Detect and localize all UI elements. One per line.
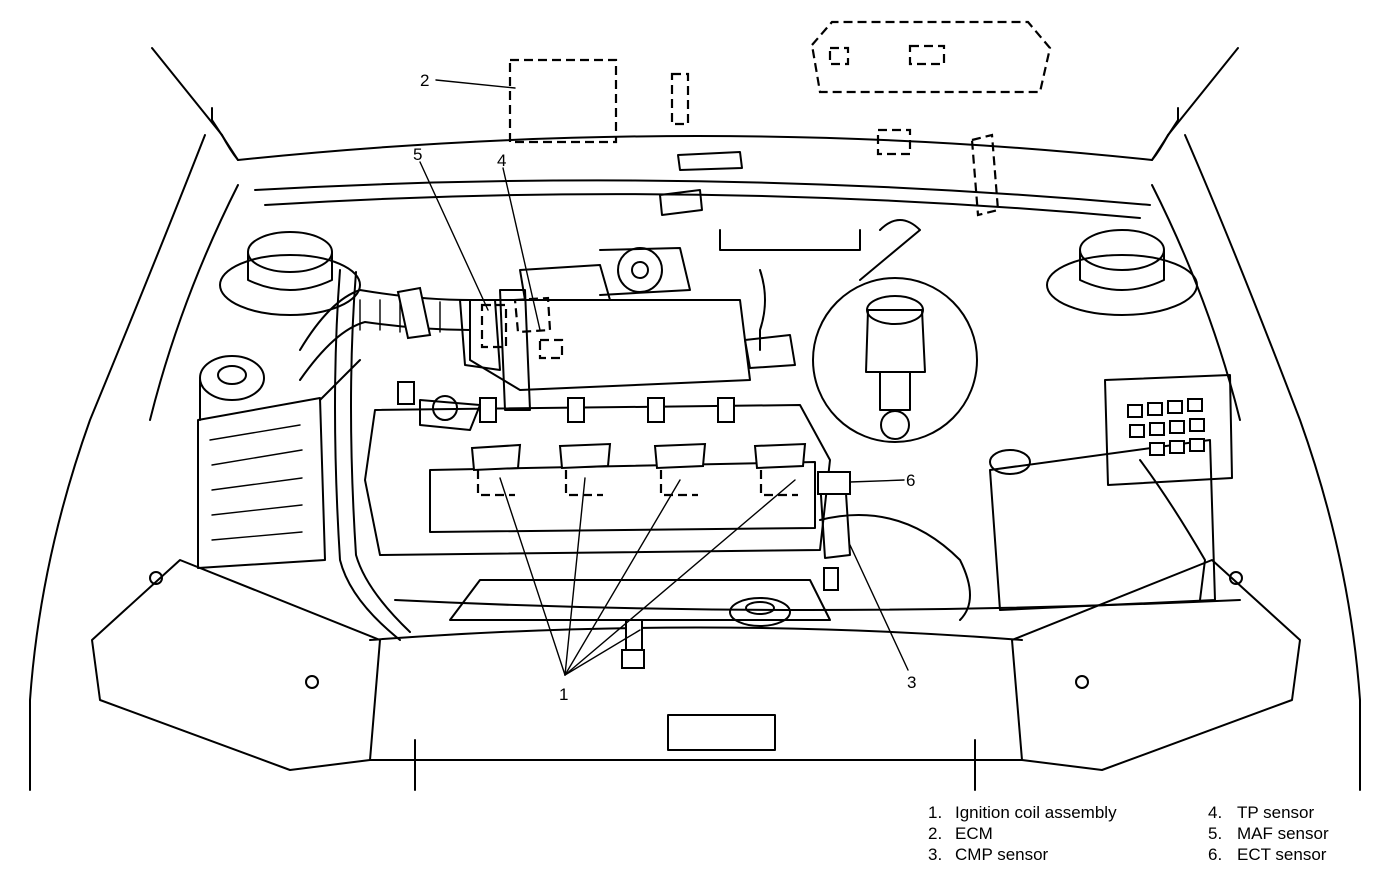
wiring-harness: [394, 151, 1241, 611]
legend-label-4: TP sensor: [1237, 803, 1315, 822]
left-strut-tower: [219, 231, 361, 316]
lower-engine: [449, 514, 971, 627]
air-cleaner-box: [197, 359, 361, 569]
spark-plug-tops: [397, 381, 735, 423]
fuse-relay-box: [1104, 374, 1233, 486]
legend-num-1: 1.: [928, 803, 942, 822]
legend-num-5: 5.: [1208, 824, 1222, 843]
brake-booster: [812, 277, 978, 443]
ect-sensor: [817, 471, 851, 495]
legend-label-3: CMP sensor: [955, 845, 1049, 864]
ecm-dashed-outline: [508, 58, 618, 144]
right-strut-tower: [1046, 229, 1198, 316]
callout-6: 6: [906, 471, 915, 490]
legend-label-6: ECT sensor: [1237, 845, 1327, 864]
leader-lines: [419, 79, 909, 676]
lower-sensor: [621, 619, 645, 669]
callout-5: 5: [413, 145, 422, 164]
legend: 1. Ignition coil assembly 2. ECM 3. CMP …: [928, 803, 1329, 864]
ignition-coil-assembly: [470, 442, 807, 497]
callouts: 2 5 4 6 1 3: [413, 71, 916, 704]
car-body-outline: [29, 47, 1361, 791]
intake-hose: [299, 269, 471, 641]
legend-label-1: Ignition coil assembly: [955, 803, 1117, 822]
dashed-components: [480, 20, 1052, 360]
legend-num-6: 6.: [1208, 845, 1222, 864]
legend-label-2: ECM: [955, 824, 993, 843]
battery: [989, 439, 1216, 611]
reservoir: [199, 355, 265, 421]
legend-num-3: 3.: [928, 845, 942, 864]
callout-1: 1: [559, 685, 568, 704]
legend-num-4: 4.: [1208, 803, 1222, 822]
legend-num-2: 2.: [928, 824, 942, 843]
maf-sensor: [396, 286, 432, 340]
tp-sensor: [513, 296, 552, 334]
radiator-support: [91, 559, 1301, 791]
legend-label-5: MAF sensor: [1237, 824, 1329, 843]
callout-4: 4: [497, 151, 506, 170]
callout-2: 2: [420, 71, 429, 90]
callout-3: 3: [907, 673, 916, 692]
intake-manifold: [459, 247, 751, 411]
